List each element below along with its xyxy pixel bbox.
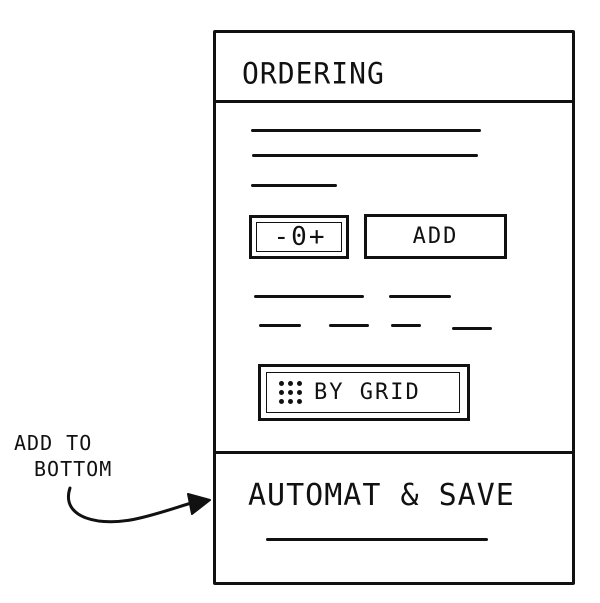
placeholder-line xyxy=(391,324,421,327)
bottom-divider xyxy=(216,451,572,454)
panel-header: ORDERING xyxy=(216,33,572,103)
increment-button[interactable]: + xyxy=(308,222,325,252)
placeholder-line xyxy=(389,295,451,298)
grid-icon xyxy=(279,381,302,404)
placeholder-line xyxy=(452,327,492,330)
placeholder-line xyxy=(251,184,337,187)
placeholder-line xyxy=(251,129,481,132)
by-grid-label: BY GRID xyxy=(314,380,421,405)
placeholder-line xyxy=(259,324,301,327)
add-button[interactable]: ADD xyxy=(364,214,507,259)
annotation-line-2: BOTTOM xyxy=(34,457,113,481)
panel-title: ORDERING xyxy=(242,56,385,91)
placeholder-line xyxy=(329,324,369,327)
placeholder-line xyxy=(254,295,364,298)
quantity-value: 0 xyxy=(291,222,307,252)
annotation-note: ADD TO BOTTOM xyxy=(14,430,154,482)
sketch-panel: ORDERING - 0 + ADD BY GRID AUTOMAT & SAV… xyxy=(213,30,575,585)
annotation-line-1: ADD TO xyxy=(14,431,93,455)
decrement-button[interactable]: - xyxy=(273,222,290,252)
placeholder-line xyxy=(266,538,488,541)
placeholder-line xyxy=(252,154,478,157)
arrow-icon xyxy=(66,486,211,524)
by-grid-button[interactable]: BY GRID xyxy=(258,364,470,421)
automat-save-label: AUTOMAT & SAVE xyxy=(248,478,515,513)
quantity-stepper[interactable]: - 0 + xyxy=(249,215,349,259)
